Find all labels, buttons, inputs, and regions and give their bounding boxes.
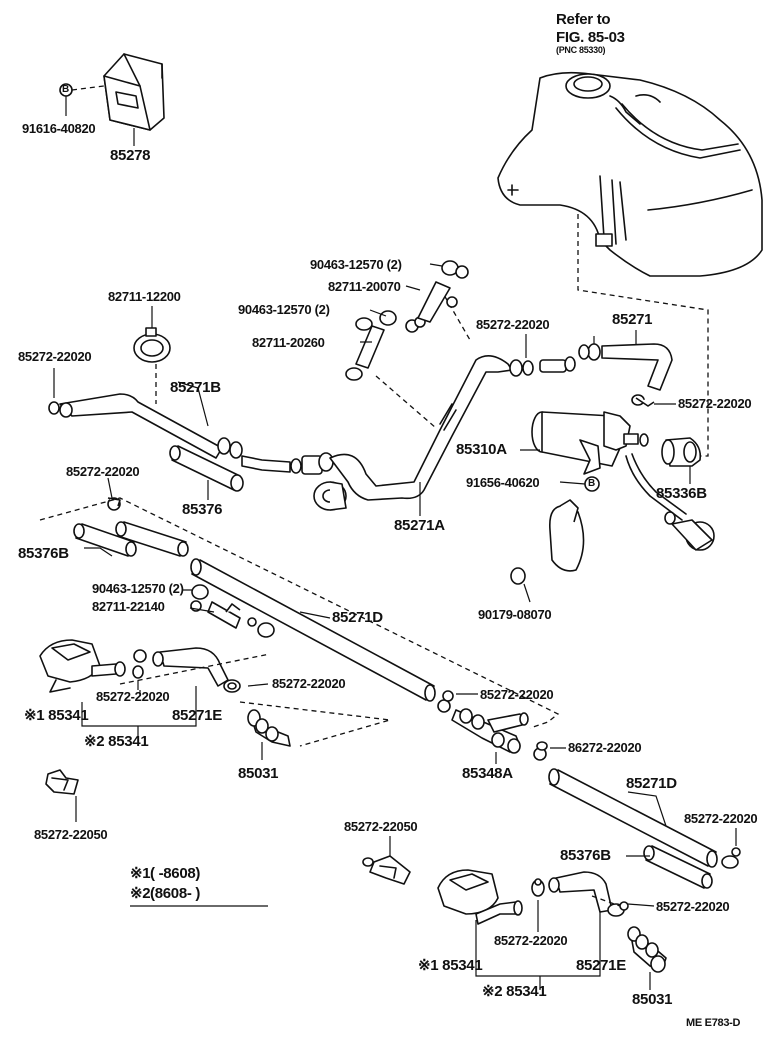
part-label[interactable]: 85348A bbox=[462, 765, 513, 782]
part-label[interactable]: 85272-22020 bbox=[494, 933, 568, 948]
part-label[interactable]: 85336B bbox=[656, 485, 707, 502]
bracket-85278 bbox=[59, 53, 165, 131]
part-label[interactable]: 82711-12200 bbox=[108, 289, 181, 304]
part-label[interactable]: 90179-08070 bbox=[478, 607, 552, 622]
part-label[interactable]: 85271E bbox=[576, 957, 626, 974]
clamps-upper bbox=[345, 260, 469, 381]
part-label[interactable]: 85310A bbox=[456, 441, 507, 458]
part-label[interactable]: 85272-22020 bbox=[656, 899, 730, 914]
hose-85271D-lower bbox=[548, 768, 718, 868]
nozzle-85031-lower bbox=[627, 926, 667, 973]
part-label[interactable]: 85271D bbox=[626, 775, 677, 792]
part-label[interactable]: 85272-22020 bbox=[66, 464, 140, 479]
part-label[interactable]: 85272-22050 bbox=[34, 827, 108, 842]
part-label[interactable]: 85376B bbox=[560, 847, 611, 864]
part-label[interactable]: ※1 85341 bbox=[24, 707, 89, 724]
sleeve-85376B bbox=[73, 497, 189, 557]
legend-mark-1: ※1 bbox=[130, 865, 151, 882]
part-label[interactable]: 85272-22020 bbox=[678, 396, 752, 411]
legend-range-1: ( -8608) bbox=[150, 865, 201, 882]
nozzle-85031-upper bbox=[247, 709, 291, 747]
hose-85271E-upper bbox=[132, 647, 241, 693]
part-label[interactable]: 85271D bbox=[332, 609, 383, 626]
part-label[interactable]: 85271B bbox=[170, 379, 221, 396]
leader-tank bbox=[577, 214, 709, 457]
bracket-85272-22050-a bbox=[45, 769, 79, 795]
part-label[interactable]: 90463-12570 (2) bbox=[92, 581, 184, 596]
part-label[interactable]: 85376 bbox=[182, 501, 223, 518]
leader-bracket bbox=[71, 85, 105, 91]
legend-mark-2: ※2 bbox=[130, 885, 151, 902]
part-label[interactable]: ※2 85341 bbox=[84, 733, 149, 750]
bracket-85272-22050-b bbox=[362, 855, 411, 885]
part-label[interactable]: 85272-22020 bbox=[684, 811, 758, 826]
part-label[interactable]: 85271E bbox=[172, 707, 222, 724]
connector-chain bbox=[241, 452, 334, 475]
hose-85271A bbox=[329, 355, 523, 501]
part-label[interactable]: 85272-22050 bbox=[344, 819, 418, 834]
part-label[interactable]: 91656-40620 bbox=[466, 475, 540, 490]
pump-85310A bbox=[531, 411, 649, 475]
callout-b: B bbox=[588, 478, 595, 489]
pnc-reference: (PNC 85330) bbox=[556, 45, 606, 55]
part-label[interactable]: 85272-22020 bbox=[476, 317, 550, 332]
part-label[interactable]: 85272-22020 bbox=[272, 676, 346, 691]
part-label[interactable]: 85272-22020 bbox=[480, 687, 554, 702]
part-label[interactable]: 85031 bbox=[238, 765, 279, 782]
part-label[interactable]: 90463-12570 (2) bbox=[310, 257, 402, 272]
washer-tank bbox=[497, 71, 763, 277]
part-label[interactable]: ※2 85341 bbox=[482, 983, 547, 1000]
footer-code: ME E783-D bbox=[686, 1017, 741, 1029]
part-label[interactable]: 82711-20260 bbox=[252, 335, 325, 350]
part-label[interactable]: ※1 85341 bbox=[418, 957, 483, 974]
part-label[interactable]: 82711-22140 bbox=[92, 599, 165, 614]
pump-connector bbox=[664, 511, 715, 551]
bracket-82711-22140 bbox=[190, 584, 275, 638]
joint-85348A bbox=[437, 690, 529, 754]
part-label[interactable]: 85376B bbox=[18, 545, 69, 562]
hose-85271D-upper bbox=[190, 558, 436, 702]
part-label[interactable]: 85271A bbox=[394, 517, 445, 534]
part-label[interactable]: 85271 bbox=[612, 311, 653, 328]
callout-b: B bbox=[62, 84, 69, 95]
hose-85271 bbox=[522, 343, 673, 407]
grommet bbox=[313, 481, 347, 511]
motor-85341-lower bbox=[437, 869, 523, 925]
part-label[interactable]: 85272-22020 bbox=[18, 349, 92, 364]
part-label[interactable]: 85272-22020 bbox=[96, 689, 170, 704]
hose-85271E-lower bbox=[531, 871, 629, 917]
part-label[interactable]: 82711-20070 bbox=[328, 279, 401, 294]
legend-range-2: (8608- ) bbox=[150, 885, 201, 902]
motor-85341-upper bbox=[39, 639, 126, 693]
part-label[interactable]: 91616-40820 bbox=[22, 121, 96, 136]
clamp-90179 bbox=[510, 499, 585, 585]
hose-85271B bbox=[48, 393, 243, 459]
clamps-lower-center bbox=[533, 741, 741, 869]
grommet-85336B bbox=[661, 437, 702, 467]
part-label[interactable]: 90463-12570 (2) bbox=[238, 302, 330, 317]
figure-reference[interactable]: FIG. 85-03 bbox=[556, 29, 625, 46]
refer-to-label: Refer to bbox=[556, 11, 611, 28]
clamp-82711-12200 bbox=[133, 327, 171, 363]
part-label[interactable]: 85031 bbox=[632, 991, 673, 1008]
sleeve-85376 bbox=[169, 445, 244, 492]
part-label[interactable]: 85278 bbox=[110, 147, 151, 164]
part-label[interactable]: 86272-22020 bbox=[568, 740, 642, 755]
region-left-mid bbox=[39, 497, 560, 729]
